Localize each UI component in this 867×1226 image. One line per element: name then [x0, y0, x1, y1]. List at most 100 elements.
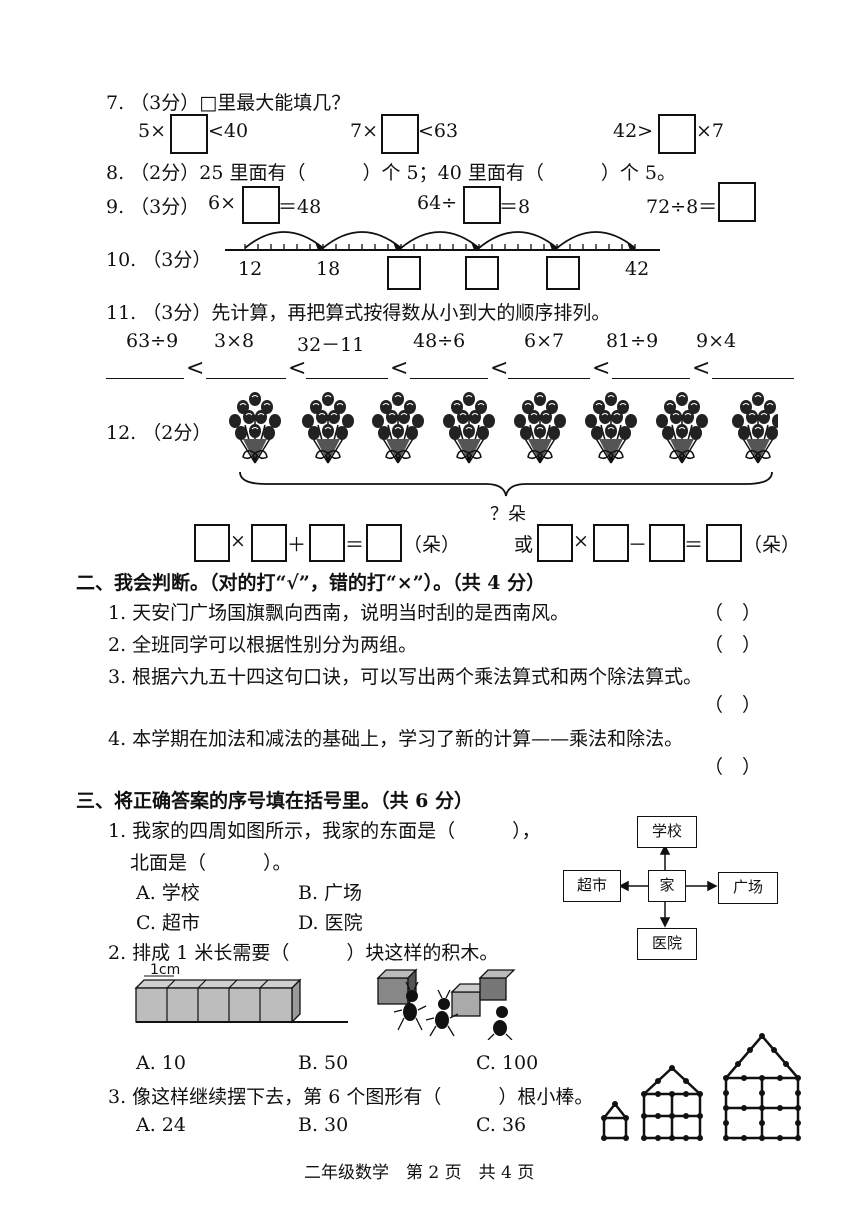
q9-b-answer-box[interactable] — [463, 186, 501, 224]
q11-expr: 3×8 — [214, 330, 255, 352]
q12-minus: － — [628, 534, 648, 556]
q9-a-post: ＝48 — [278, 196, 322, 218]
q11-expr: 32－11 — [297, 334, 365, 356]
q12-box-2[interactable] — [251, 524, 287, 562]
q12-box-7[interactable] — [649, 524, 685, 562]
mc-q2-option: B. 50 — [298, 1052, 349, 1074]
judge-answer-3[interactable]: （ ） — [704, 694, 762, 716]
mc-q1-line1: 1. 我家的四周如图所示，我家的东面是（ ）， — [108, 820, 541, 842]
q12-times: × — [573, 530, 589, 552]
q7-a-pre: 5× — [138, 120, 167, 142]
q7-b-pre: 7× — [350, 120, 379, 142]
q11-expr: 6×7 — [524, 330, 565, 352]
map-north-school: 学校 — [637, 816, 697, 848]
q10-box-1[interactable] — [387, 256, 421, 290]
mc-q3-line: 3. 像这样继续摆下去，第 6 个图形有（ ）根小棒。 — [108, 1086, 594, 1108]
ants-with-blocks-icon — [376, 968, 516, 1040]
mc-q3-option: B. 30 — [298, 1114, 349, 1136]
matchstick-houses-icon — [601, 1033, 801, 1141]
q10-box-2[interactable] — [465, 256, 499, 290]
block-unit-label: 1cm — [150, 962, 181, 978]
mc-q1-line2: 北面是（ ）。 — [130, 852, 292, 874]
q12-unit: （朵） — [403, 534, 461, 556]
q11-blank-2[interactable] — [206, 360, 286, 379]
q11-blank-3[interactable] — [306, 360, 388, 379]
q10-start: 12 — [238, 258, 263, 280]
q12-box-1[interactable] — [194, 524, 230, 562]
q10-second: 18 — [316, 258, 341, 280]
q11-blank-7[interactable] — [712, 360, 794, 379]
q7-a-post: <40 — [208, 120, 249, 142]
flower-bouquet-icon — [301, 391, 355, 464]
section-3-title: 三、将正确答案的序号填在括号里。（共 6 分） — [76, 790, 473, 812]
q10-box-3[interactable] — [546, 256, 580, 290]
flower-bouquet-icon — [655, 391, 709, 464]
page-footer: 二年级数学 第 2 页 共 4 页 — [304, 1163, 535, 1183]
mc-q1-option: D. 医院 — [298, 912, 363, 934]
q7-b-post: <63 — [418, 120, 459, 142]
mc-q1-option: A. 学校 — [136, 882, 200, 904]
number-line — [225, 231, 660, 251]
q7-c-pre: 42> — [613, 120, 654, 142]
q12-box-8[interactable] — [706, 524, 742, 562]
judge-item-3: 3. 根据六九五十四这句口诀，可以写出两个乘法算式和两个除法算式。 — [108, 666, 703, 688]
mc-q2-option: C. 100 — [476, 1052, 539, 1074]
q7-c-answer-box[interactable] — [658, 114, 696, 154]
q11-blank-6[interactable] — [612, 360, 690, 379]
q11-lt: < — [592, 356, 611, 381]
q9-label: 9. （3分） — [106, 196, 200, 218]
q11-title: 11. （3分）先计算，再把算式按得数从小到大的顺序排列。 — [106, 302, 611, 324]
q12-box-3[interactable] — [309, 524, 345, 562]
q11-blank-1[interactable] — [106, 360, 184, 379]
q11-blank-5[interactable] — [508, 360, 590, 379]
q12-eq: ＝ — [345, 534, 365, 556]
mc-q3-option: A. 24 — [136, 1114, 186, 1136]
q12-label: 12. （2分） — [106, 422, 212, 444]
judge-item-2: 2. 全班同学可以根据性别分为两组。 — [108, 634, 418, 656]
mc-q1-option: B. 广场 — [298, 882, 363, 904]
judge-answer-2[interactable]: （ ） — [704, 634, 762, 656]
q7-title: 7. （3分）□里最大能填几？ — [106, 92, 351, 114]
q12-box-4[interactable] — [366, 524, 402, 562]
mc-q2-line: 2. 排成 1 米长需要（ ）块这样的积木。 — [108, 942, 499, 964]
q9-a-answer-box[interactable] — [242, 186, 280, 224]
q12-box-5[interactable] — [537, 524, 573, 562]
q11-lt: < — [692, 356, 711, 381]
q11-expr: 9×4 — [696, 330, 737, 352]
direction-map-arrows — [618, 844, 718, 928]
flower-bouquet-icon — [584, 391, 638, 464]
q9-c-pre: 72÷8＝ — [646, 196, 718, 218]
q11-expr: 81÷9 — [606, 330, 659, 352]
q7-b-answer-box[interactable] — [381, 114, 419, 154]
q7-a-answer-box[interactable] — [170, 114, 208, 154]
mc-q3-option: C. 36 — [476, 1114, 527, 1136]
q12-box-6[interactable] — [593, 524, 629, 562]
flower-bouquet-icon — [228, 391, 282, 464]
q11-lt: < — [390, 356, 409, 381]
q12-or: 或 — [514, 534, 534, 556]
q12-times: × — [230, 530, 246, 552]
q7-c-post: ×7 — [696, 120, 725, 142]
q8-text: 8. （2分）25 里面有（ ）个 5；40 里面有（ ）个 5。 — [106, 162, 676, 184]
section-2-title: 二、我会判断。（对的打“√”，错的打“×”）。（共 4 分） — [76, 572, 546, 594]
judge-answer-4[interactable]: （ ） — [704, 756, 762, 778]
q11-blank-4[interactable] — [410, 360, 488, 379]
mc-q2-option: A. 10 — [136, 1052, 186, 1074]
q11-expr: 63÷9 — [126, 330, 179, 352]
map-center-home: 家 — [648, 870, 686, 902]
q11-lt: < — [490, 356, 509, 381]
flower-bouquet-icon — [513, 391, 567, 464]
q12-unit: （朵） — [743, 534, 801, 556]
q11-expr: 48÷6 — [413, 330, 466, 352]
q9-b-post: ＝8 — [499, 196, 531, 218]
q12-plus: ＋ — [287, 534, 307, 556]
q9-a-pre: 6× — [208, 192, 237, 214]
judge-item-1: 1. 天安门广场国旗飘向西南，说明当时刮的是西南风。 — [108, 602, 570, 624]
judge-answer-1[interactable]: （ ） — [704, 602, 762, 624]
map-south-hospital: 医院 — [637, 928, 697, 960]
q9-c-answer-box[interactable] — [718, 182, 756, 222]
flower-bouquet-icon — [442, 391, 496, 464]
mc-q1-option: C. 超市 — [136, 912, 200, 934]
q11-lt: < — [288, 356, 307, 381]
q12-eq: ＝ — [684, 534, 704, 556]
